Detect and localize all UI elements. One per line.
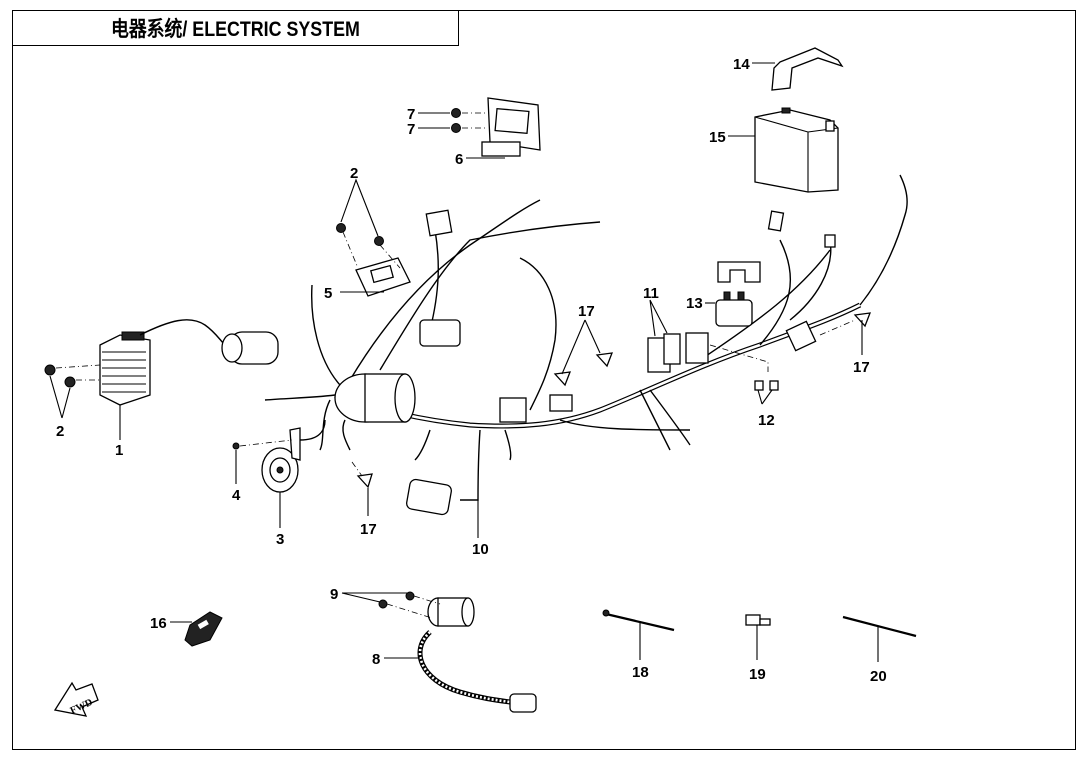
callout-2-relay-bolts[interactable]: 2 (350, 165, 358, 182)
battery-strap[interactable] (771, 47, 844, 91)
relay-pair[interactable] (647, 332, 709, 373)
callout-16[interactable]: 16 (150, 615, 167, 632)
starter-relay[interactable] (715, 291, 753, 327)
fuse-pair[interactable] (709, 344, 779, 391)
callout-8[interactable]: 8 (372, 651, 380, 668)
ecu[interactable] (451, 97, 541, 157)
cable-tie-long[interactable] (602, 609, 675, 632)
cable-tie-short[interactable] (842, 615, 917, 638)
callout-15[interactable]: 15 (709, 129, 726, 146)
callout-12[interactable]: 12 (758, 412, 775, 429)
callout-6[interactable]: 6 (455, 151, 463, 168)
callout-19[interactable]: 19 (749, 666, 766, 683)
callout-14[interactable]: 14 (733, 56, 750, 73)
callout-18[interactable]: 18 (632, 664, 649, 681)
ignition-coil[interactable] (378, 591, 537, 713)
callout-17-horn[interactable]: 17 (360, 521, 377, 538)
callout-7a[interactable]: 7 (407, 106, 415, 123)
page-title: 电器系统/ ELECTRIC SYSTEM (110, 17, 360, 41)
callout-labels: 1 2 2 3 4 5 6 7 7 8 9 10 11 12 13 14 15 … (56, 56, 887, 685)
callout-17-harness[interactable]: 17 (578, 303, 595, 320)
callout-4[interactable]: 4 (232, 487, 241, 504)
callout-7b[interactable]: 7 (407, 121, 415, 138)
main-wire-harness[interactable] (264, 174, 908, 516)
callout-17-right[interactable]: 17 (853, 359, 870, 376)
callout-13[interactable]: 13 (686, 295, 703, 312)
callout-11[interactable]: 11 (643, 285, 659, 302)
callout-2-regulator-bolts[interactable]: 2 (56, 423, 64, 440)
flasher-relay[interactable] (336, 223, 411, 297)
drawing-frame (12, 10, 1076, 750)
horn[interactable] (232, 419, 326, 493)
battery[interactable] (754, 107, 839, 193)
title-block: 电器系统/ ELECTRIC SYSTEM (12, 10, 459, 46)
callout-1[interactable]: 1 (115, 442, 123, 459)
remote-key-fob[interactable] (184, 611, 223, 647)
clip-small[interactable] (745, 614, 771, 626)
callout-5[interactable]: 5 (324, 285, 332, 302)
callout-3[interactable]: 3 (276, 531, 284, 548)
leader-lines (49, 62, 879, 662)
bolt-pair-regulator[interactable] (44, 364, 101, 388)
forward-direction-arrow: FWD (53, 681, 99, 717)
regulator-rectifier[interactable] (99, 319, 279, 406)
clip-set[interactable] (351, 312, 871, 489)
callout-20[interactable]: 20 (870, 668, 887, 685)
callout-9[interactable]: 9 (330, 586, 338, 603)
callout-10[interactable]: 10 (472, 541, 489, 558)
